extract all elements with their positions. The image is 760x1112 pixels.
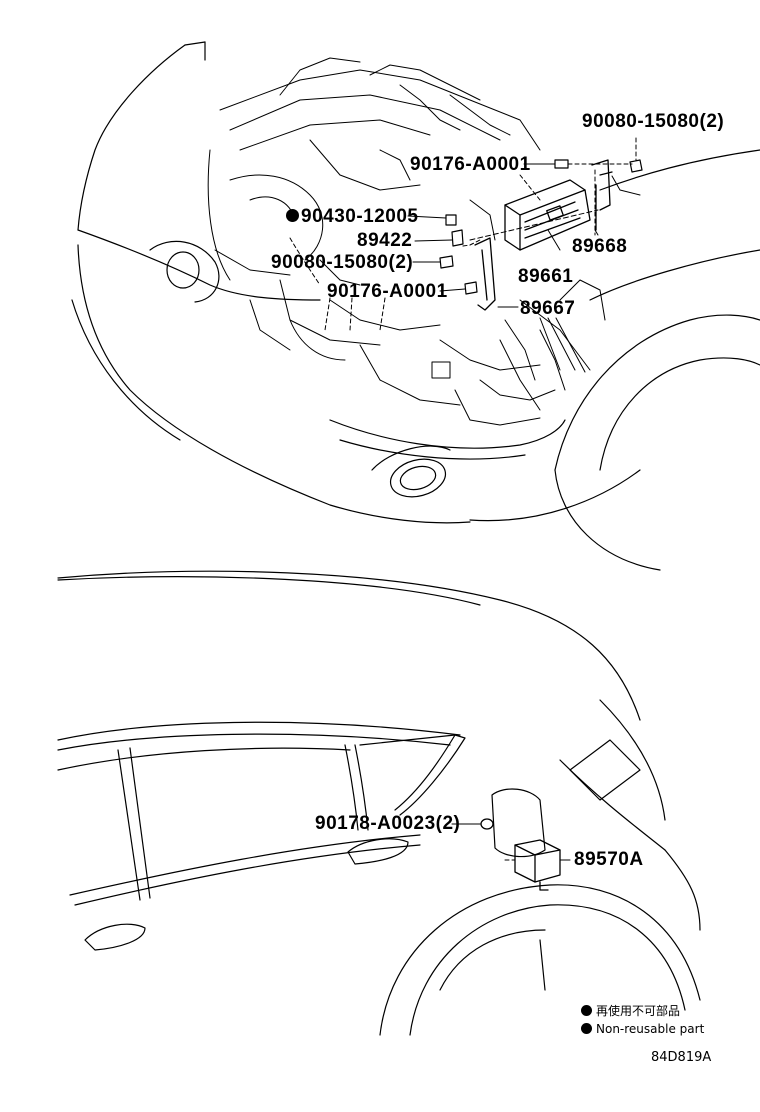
engine-block-artwork [207, 57, 606, 426]
fasteners [439, 159, 643, 295]
callout-89422: 89422 [357, 230, 413, 251]
sensor-module [514, 839, 561, 891]
drawing-code: 84D819A [651, 1050, 712, 1065]
callout-90176-a0001-top: 90176-A0001 [410, 154, 531, 175]
callout-90430-12005: 90430-12005 [286, 207, 419, 227]
front-car-body-outline [71, 41, 760, 571]
callout-89661: 89661 [518, 266, 574, 287]
callout-89668: 89668 [572, 236, 628, 257]
lower-bracket [474, 237, 496, 311]
clip-fastener [480, 818, 494, 830]
legend-japanese-text: 再使用不可部品 [596, 1004, 681, 1018]
ecu-bracket [591, 159, 613, 231]
legend-japanese: 再使用不可部品 [581, 1003, 680, 1019]
callout-90176-a0001-mid: 90176-A0001 [327, 281, 448, 302]
callout-89667: 89667 [520, 298, 576, 319]
callout-90430-12005-text: 90430-12005 [301, 206, 419, 227]
legend-english-text: Non-reusable part [596, 1022, 705, 1036]
callout-90080-15080-top: 90080-15080(2) [582, 111, 725, 132]
callout-90178-a0023: 90178-A0023(2) [315, 813, 461, 834]
rear-car-body-outline [57, 570, 701, 1036]
leader-lines-top [289, 137, 641, 373]
legend-dot-icon [581, 1023, 592, 1034]
non-reusable-marker [286, 209, 299, 222]
callout-90080-15080-mid: 90080-15080(2) [271, 252, 414, 273]
legend-dot-icon [581, 1005, 592, 1016]
callout-89570a: 89570A [574, 849, 644, 870]
legend-english: Non-reusable part [581, 1021, 704, 1037]
leader-lines-bottom [451, 823, 571, 861]
engine-ecu-module [504, 179, 591, 251]
